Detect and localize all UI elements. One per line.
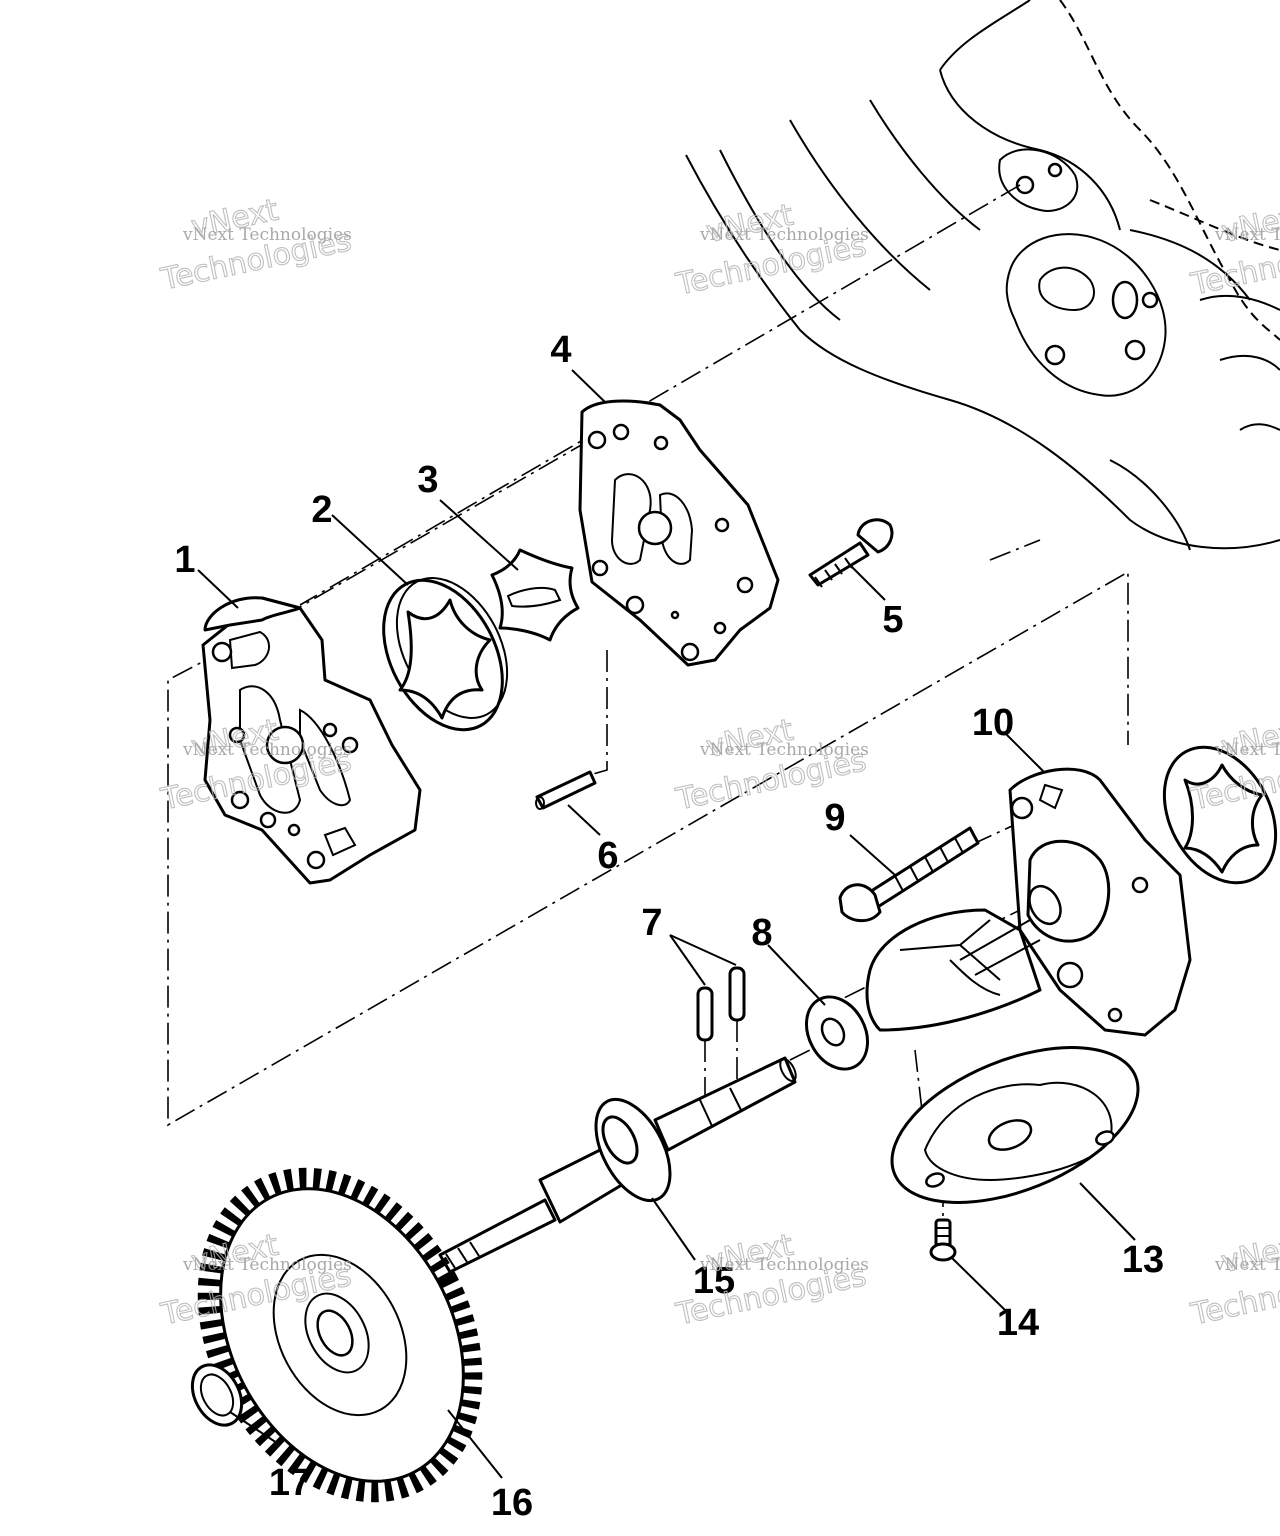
part-label-5: 5	[882, 599, 903, 641]
leader-lines	[197, 369, 1136, 1479]
part-3-inner-rotor	[490, 548, 580, 642]
part-8-washer	[805, 995, 869, 1071]
part-4-pump-body	[578, 399, 780, 667]
part-label-17: 17	[269, 1462, 311, 1504]
part-labels: 1 2 3 4 5 6 7 8 9 10 13 14 15 16 17	[174, 329, 1164, 1524]
part-14-screw	[929, 1218, 957, 1262]
part-16-gear	[197, 1167, 483, 1503]
part-13-screen-plate	[890, 1046, 1140, 1204]
watermark-small: vNext Technologies	[1214, 225, 1280, 245]
watermark-small: vNext Technologies	[1214, 740, 1280, 760]
part-1-pump-cover	[201, 596, 422, 885]
part-2-outer-rotor	[382, 577, 509, 732]
part-label-14: 14	[997, 1302, 1039, 1344]
watermark-small: vNext Technologies	[699, 225, 869, 245]
part-label-15: 15	[693, 1260, 735, 1302]
watermark-small: vNext Technologies	[699, 1255, 869, 1275]
part-label-1: 1	[174, 539, 195, 581]
watermark-small: vNext Technologies	[1214, 1255, 1280, 1275]
part-label-4: 4	[550, 329, 571, 371]
watermark-small: vNext Technologies	[182, 1255, 352, 1275]
outer-rotor-right	[1162, 745, 1278, 885]
watermark-small: vNext Technologies	[699, 740, 869, 760]
part-17-snap-ring	[190, 1363, 244, 1427]
crankcase-housing	[685, 0, 1280, 551]
part-label-2: 2	[311, 489, 332, 531]
part-label-10: 10	[972, 702, 1014, 744]
watermarks: vNext Technologies vNext Technologies vN…	[157, 192, 1280, 1333]
watermark-small: vNext Technologies	[182, 740, 352, 760]
part-15-shaft	[438, 1056, 797, 1274]
part-label-3: 3	[417, 459, 438, 501]
part-9-long-bolt	[838, 826, 980, 923]
part-label-8: 8	[751, 912, 772, 954]
part-label-6: 6	[597, 835, 618, 877]
watermark-small: vNext Technologies	[182, 225, 352, 245]
part-label-16: 16	[491, 1482, 533, 1524]
part-5-bolt	[808, 518, 894, 588]
part-6-dowel-pin	[535, 770, 597, 810]
part-label-9: 9	[824, 797, 845, 839]
part-label-13: 13	[1122, 1239, 1164, 1281]
part-7-pins	[696, 966, 746, 1042]
part-label-7: 7	[641, 902, 662, 944]
part-10-pump-housing	[865, 767, 1192, 1037]
